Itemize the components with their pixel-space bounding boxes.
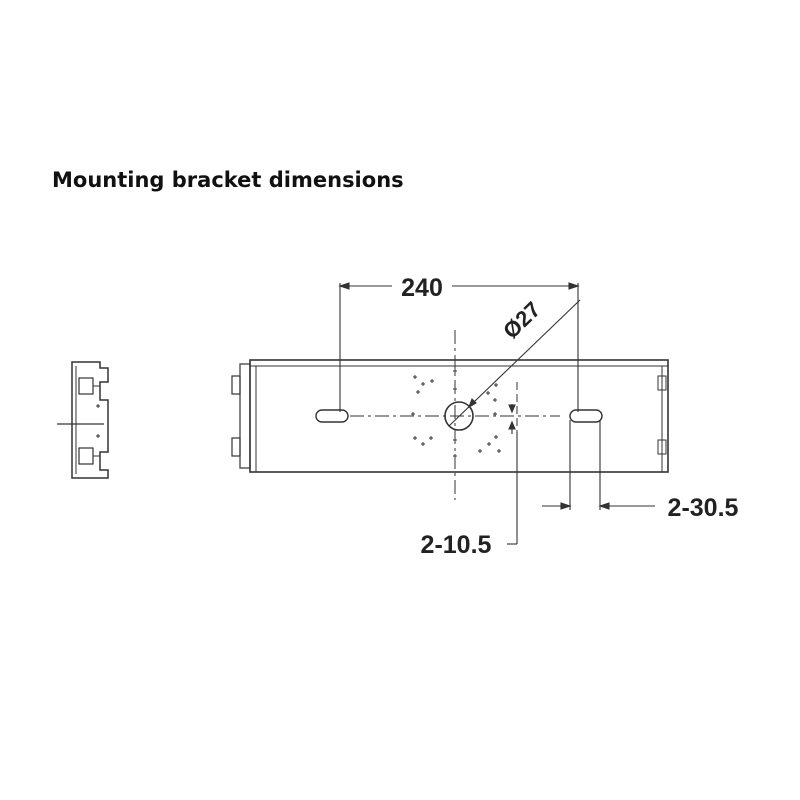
slot-width-label: 2-10.5 xyxy=(421,531,492,559)
front-view xyxy=(231,330,669,500)
side-view xyxy=(57,361,109,479)
diagram-title: Mounting bracket dimensions xyxy=(52,168,404,192)
dimension-lines xyxy=(338,282,655,545)
hole-diameter-label: Ø27 xyxy=(498,297,545,344)
slot-length-label: 2-30.5 xyxy=(668,494,739,522)
width-dimension-label: 240 xyxy=(401,274,443,302)
